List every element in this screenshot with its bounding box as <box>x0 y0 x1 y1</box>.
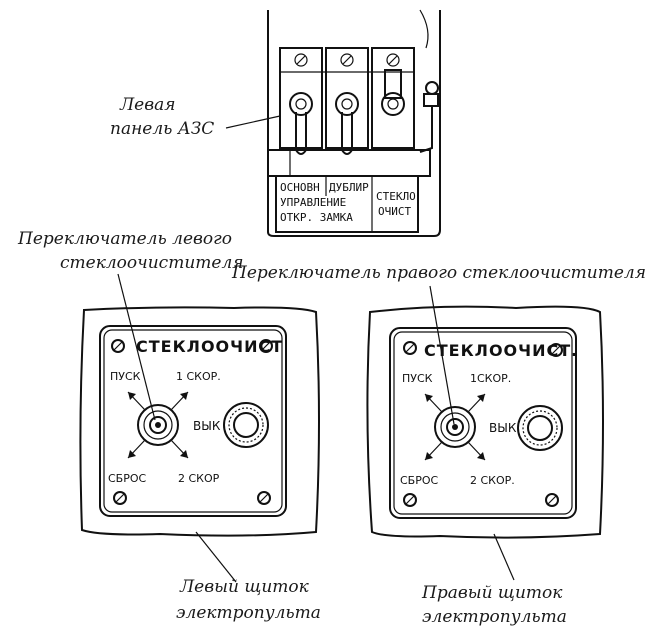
left-switch-label-line1: Переключатель левого <box>17 229 232 249</box>
plate-cell1-line2: УПРАВЛЕНИЕ <box>280 196 346 209</box>
left-indicator-lamp <box>223 402 269 448</box>
azs-panel-label-line2: панель АЗС <box>110 119 214 139</box>
casing-edge <box>419 9 429 49</box>
breaker-2-toggle <box>335 92 359 155</box>
right-wiper-switch[interactable] <box>434 406 476 448</box>
left-caption-line2: электропульта <box>176 603 321 623</box>
left-caption-leader <box>195 531 237 583</box>
left-caption-line1: Левый щиток <box>179 577 310 597</box>
right-label-start: ПУСК <box>402 372 433 385</box>
left-switch-label-line2: стеклоочистителя <box>60 253 244 273</box>
panel-casing <box>267 10 441 237</box>
left-wiper-panel: СТЕКЛООЧИСТ ПУСК 1 СКОР. СБРОС 2 СКОР ВЫ… <box>79 306 320 537</box>
left-label-start: ПУСК <box>110 370 141 383</box>
breaker-screws <box>294 53 400 67</box>
left-panel-plate-inner <box>103 329 283 513</box>
left-label-off: ВЫК <box>193 419 221 433</box>
right-panel-outer <box>366 305 604 539</box>
left-switch-leader <box>117 273 156 421</box>
plate-cell3-line1: СТЕКЛО <box>376 190 416 203</box>
right-label-speed2: 2 СКОР. <box>470 474 515 487</box>
right-label-speed1: 1СКОР. <box>470 372 511 385</box>
left-label-speed2: 2 СКОР <box>178 472 220 485</box>
left-wiper-switch[interactable] <box>137 404 179 446</box>
base-clip <box>267 149 291 177</box>
right-switch-leader <box>429 285 455 425</box>
plate-cell1-line3: ОТКР. ЗАМКА <box>280 211 353 224</box>
left-panel-title: СТЕКЛООЧИСТ <box>136 337 283 356</box>
right-wiper-panel: СТЕКЛООЧИСТ. ПУСК 1СКОР. СБРОС 2 СКОР. В… <box>366 305 604 539</box>
label-plate <box>275 175 419 233</box>
plate-cell3-line2: ОЧИСТ <box>378 205 411 218</box>
circuit-breaker-panel: ОСНОВН ДУБЛИР УПРАВЛЕНИЕ ОТКР. ЗАМКА СТЕ… <box>267 9 441 237</box>
left-panel-plate <box>99 325 287 517</box>
right-panel-title: СТЕКЛООЧИСТ. <box>424 341 578 360</box>
right-label-reset: СБРОС <box>400 474 439 487</box>
right-indicator-lamp <box>517 405 563 451</box>
right-panel-plate-inner <box>393 331 573 515</box>
breaker-1 <box>279 47 323 149</box>
left-panel-screws <box>111 339 273 505</box>
right-caption-line1: Правый щиток <box>421 583 563 603</box>
right-switch-label: Переключатель правого стеклоочистителя <box>231 263 646 283</box>
right-panel-plate <box>389 327 577 519</box>
left-panel-outer <box>79 306 320 537</box>
right-caption-line2: электропульта <box>422 607 567 627</box>
left-direction-arrows <box>127 391 189 459</box>
breaker-2 <box>325 47 369 149</box>
right-panel-screws <box>403 341 563 507</box>
azs-leader-line <box>225 115 281 129</box>
left-label-reset: СБРОС <box>108 472 147 485</box>
right-direction-arrows <box>424 393 486 461</box>
right-label-off: ВЫК <box>489 421 517 435</box>
plate-cell1-line1: ОСНОВН <box>280 181 320 194</box>
azs-panel-label-line1: Левая <box>119 95 176 115</box>
lock-wire-bracket <box>419 81 439 153</box>
right-caption-leader <box>493 533 515 581</box>
left-label-speed1: 1 СКОР. <box>176 370 221 383</box>
breaker-1-toggle <box>289 92 313 155</box>
breaker-3-toggle <box>381 69 405 116</box>
breaker-3 <box>371 47 415 149</box>
plate-cell2-line1: ДУБЛИР <box>329 181 369 194</box>
